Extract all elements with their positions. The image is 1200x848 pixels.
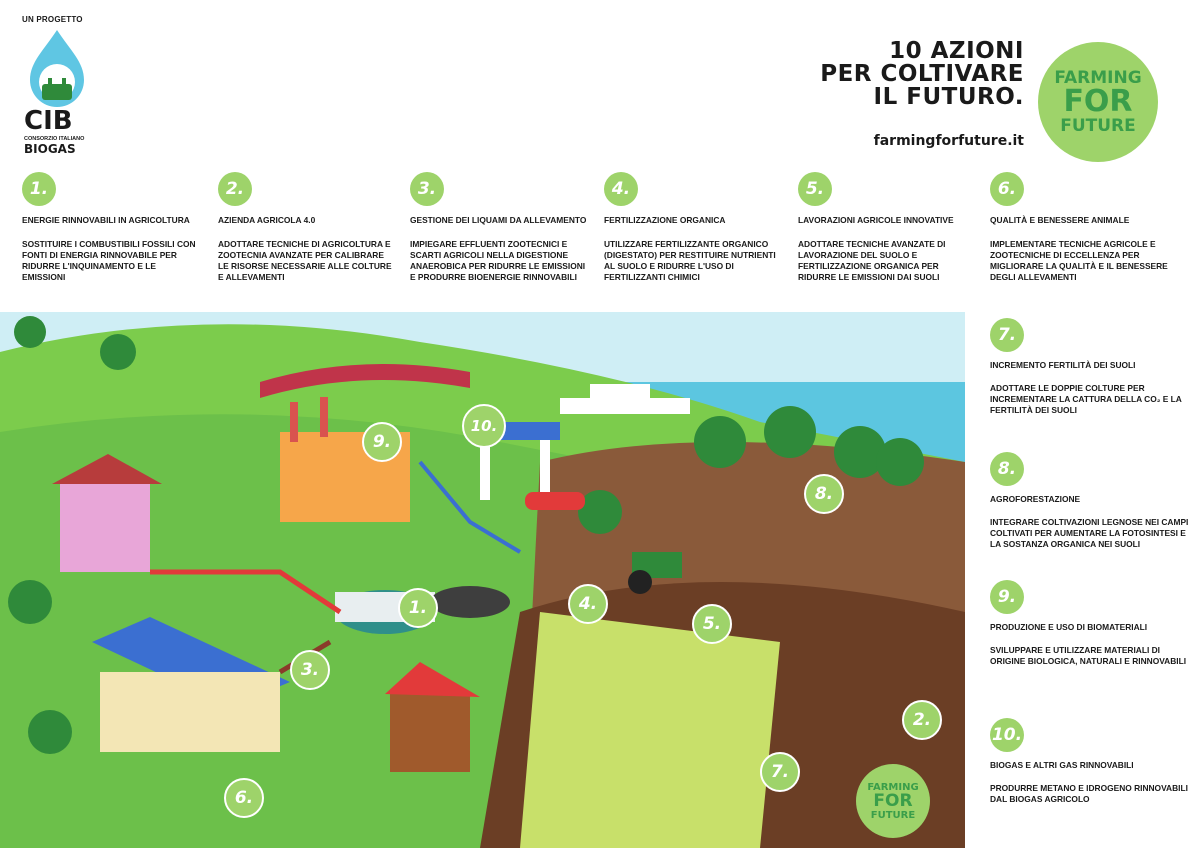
action-title: AGROFORESTAZIONE [990,494,1081,504]
scene-badge-3: 3. [290,650,330,690]
action-title: BIOGAS E ALTRI GAS RINNOVABILI [990,760,1134,770]
action-desc: IMPLEMENTARE TECNICHE AGRICOLE E ZOOTECN… [990,239,1168,282]
action-desc: SOSTITUIRE I COMBUSTIBILI FOSSILI CON FO… [22,239,196,282]
landscape-illustration [0,312,965,848]
action-badge: 6. [990,172,1024,206]
action-badge: 7. [990,318,1024,352]
action-6: 6. QUALITÀ E BENESSERE ANIMALE IMPLEMENT… [990,172,1185,283]
action-desc: ADOTTARE TECNICHE AVANZATE DI LAVORAZION… [798,239,946,282]
action-2: 2. AZIENDA AGRICOLA 4.0 ADOTTARE TECNICH… [218,172,396,283]
action-title: QUALITÀ E BENESSERE ANIMALE [990,215,1130,225]
scene-ff-line2: FOR [873,790,913,811]
headline-line3: IL FUTURO. [873,84,1024,110]
action-desc: PRODURRE METANO E IDROGENO RINNOVABILI D… [990,783,1188,804]
action-desc: ADOTTARE LE DOPPIE COLTURE PER INCREMENT… [990,383,1182,415]
ff-logo-line1: FARMING [1054,68,1142,88]
farm-illustration: 1. 2. 3. 4. 5. 6. 7. 8. 9. 10. FARMING F… [0,312,965,848]
farming-for-future-logo: FARMING FOR FUTURE [1038,42,1158,162]
scene-ff-line1: FARMING [867,781,919,793]
scene-ff-line3: FUTURE [870,809,916,821]
action-title: FERTILIZZAZIONE ORGANICA [604,215,726,225]
scene-badge-8: 8. [804,474,844,514]
action-3: 3. GESTIONE DEI LIQUAMI DA ALLEVAMENTO I… [410,172,588,283]
ff-logo-line3: FUTURE [1060,116,1136,136]
action-desc: ADOTTARE TECNICHE DI AGRICOLTURA E ZOOTE… [218,239,392,282]
logo-main: CIB [24,106,73,136]
scene-badge-7: 7. [760,752,800,792]
scene-badge-6: 6. [224,778,264,818]
action-10: 10. BIOGAS E ALTRI GAS RINNOVABILI PRODU… [990,718,1190,805]
action-5: 5. LAVORAZIONI AGRICOLE INNOVATIVE ADOTT… [798,172,976,283]
action-badge: 4. [604,172,638,206]
scene-badge-1: 1. [398,588,438,628]
action-1: 1. ENERGIE RINNOVABILI IN AGRICOLTURA SO… [22,172,200,283]
action-desc: IMPIEGARE EFFLUENTI ZOOTECNICI E SCARTI … [410,239,586,282]
project-label: UN PROGETTO [22,15,83,24]
action-badge: 9. [990,580,1024,614]
scene-badge-10: 10. [462,404,506,448]
action-4: 4. FERTILIZZAZIONE ORGANICA UTILIZZARE F… [604,172,782,283]
scene-ff-logo: FARMING FOR FUTURE [856,764,930,838]
action-badge: 3. [410,172,444,206]
action-title: INCREMENTO FERTILITÀ DEI SUOLI [990,360,1136,370]
logo-sub1: CONSORZIO ITALIANO [24,136,85,142]
cib-logo-icon [22,28,92,108]
scene-badge-5: 5. [692,604,732,644]
action-desc: UTILIZZARE FERTILIZZANTE ORGANICO (DIGES… [604,239,776,282]
scene-badge-4: 4. [568,584,608,624]
action-title: LAVORAZIONI AGRICOLE INNOVATIVE [798,215,954,225]
action-9: 9. PRODUZIONE E USO DI BIOMATERIALI SVIL… [990,580,1190,667]
action-7: 7. INCREMENTO FERTILITÀ DEI SUOLI ADOTTA… [990,318,1190,416]
site-url[interactable]: farmingforfuture.it [873,133,1024,149]
action-badge: 5. [798,172,832,206]
action-badge: 8. [990,452,1024,486]
action-title: AZIENDA AGRICOLA 4.0 [218,215,316,225]
action-8: 8. AGROFORESTAZIONE INTEGRARE COLTIVAZIO… [990,452,1190,550]
action-title: PRODUZIONE E USO DI BIOMATERIALI [990,622,1148,632]
scene-badge-2: 2. [902,700,942,740]
ff-logo-line2: FOR [1063,84,1133,119]
headline: 10 AZIONI PER COLTIVARE IL FUTURO. [724,40,1024,109]
headline-line1: 10 AZIONI [889,38,1024,64]
action-badge: 2. [218,172,252,206]
action-desc: SVILUPPARE E UTILIZZARE MATERIALI DI ORI… [990,645,1187,666]
action-badge: 1. [22,172,56,206]
action-desc: INTEGRARE COLTIVAZIONI LEGNOSE NEI CAMPI… [990,517,1189,549]
logo-sub2: BIOGAS [24,142,76,156]
headline-line2: PER COLTIVARE [820,61,1024,87]
action-title: GESTIONE DEI LIQUAMI DA ALLEVAMENTO [410,215,587,225]
scene-badge-9: 9. [362,422,402,462]
action-badge: 10. [990,718,1024,752]
action-title: ENERGIE RINNOVABILI IN AGRICOLTURA [22,215,190,225]
